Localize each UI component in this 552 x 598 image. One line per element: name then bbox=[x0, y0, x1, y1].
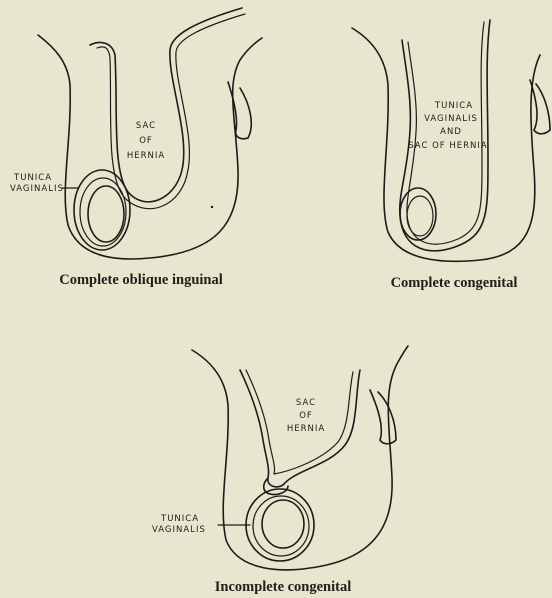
speck-mark bbox=[211, 206, 213, 208]
penis-stub-2 bbox=[530, 80, 550, 134]
tunica-inner-1 bbox=[80, 178, 126, 246]
label-hernia-3: HERNIA bbox=[287, 424, 325, 434]
label-sac: SAC bbox=[136, 121, 156, 131]
caption-incomplete-congenital: Incomplete congenital bbox=[215, 579, 352, 595]
scrotum-outline-3 bbox=[192, 346, 408, 570]
diagram-incomplete-congenital: SAC OF HERNIA TUNICA VAGINALIS Incomplet… bbox=[152, 346, 408, 595]
label-vaginalis-2: VAGINALIS bbox=[424, 114, 478, 124]
testis-inner-2 bbox=[407, 196, 433, 236]
label-vaginalis: VAGINALIS bbox=[10, 184, 64, 194]
label-and: AND bbox=[440, 127, 462, 137]
label-sac-3: SAC bbox=[296, 398, 316, 408]
diagram-complete-congenital: TUNICA VAGINALIS AND SAC OF HERNIA Compl… bbox=[352, 20, 550, 291]
label-of: OF bbox=[139, 136, 153, 146]
label-sac-of-hernia-2: SAC OF HERNIA bbox=[408, 141, 488, 151]
label-hernia: HERNIA bbox=[127, 151, 165, 161]
label-tunica: TUNICA bbox=[13, 173, 52, 183]
diagram-complete-oblique-inguinal: SAC OF HERNIA TUNICA VAGINALIS Complete … bbox=[10, 8, 262, 288]
tunica-vaginalis-1 bbox=[74, 170, 130, 250]
label-tunica-2: TUNICA bbox=[434, 101, 473, 111]
caption-complete-oblique-inguinal: Complete oblique inguinal bbox=[59, 272, 223, 288]
scrotum-outline-1 bbox=[38, 35, 262, 259]
label-of-3: OF bbox=[299, 411, 313, 421]
hernia-sac-inner-3 bbox=[246, 370, 353, 474]
label-vaginalis-3: VAGINALIS bbox=[152, 525, 206, 535]
label-tunica-3: TUNICA bbox=[160, 514, 199, 524]
testis-3 bbox=[262, 500, 304, 548]
penis-stub-3 bbox=[370, 390, 396, 444]
caption-complete-congenital: Complete congenital bbox=[391, 275, 518, 291]
penis-stub-1 bbox=[228, 82, 251, 139]
testis-1 bbox=[88, 186, 124, 242]
